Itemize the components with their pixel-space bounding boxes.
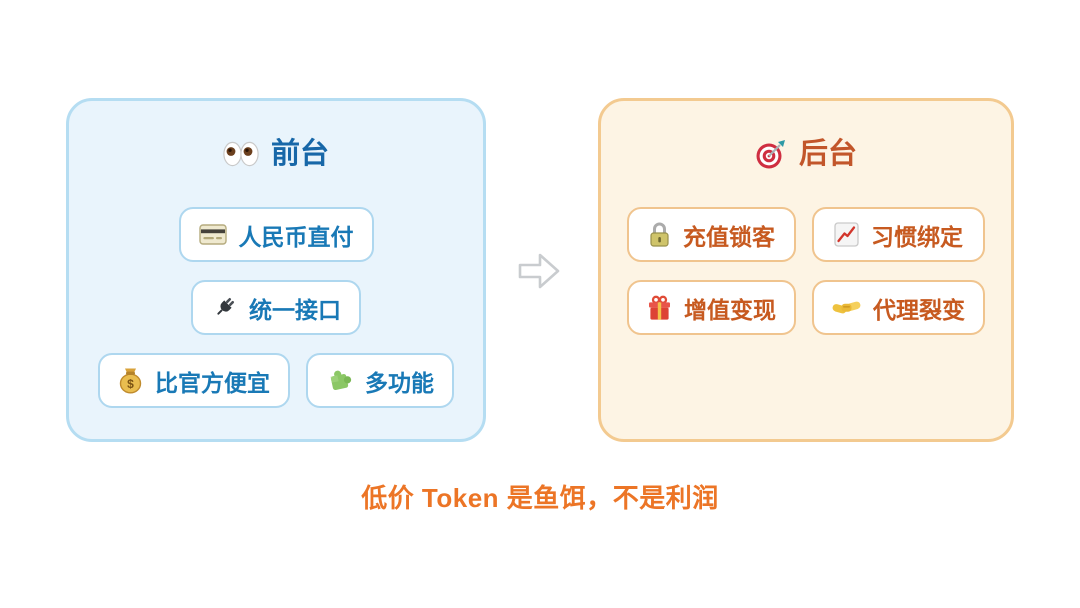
front-panel-title-text: 前台 (270, 138, 329, 170)
dart-icon (755, 138, 787, 170)
eyes-icon (223, 141, 259, 167)
chart-up-icon (834, 222, 859, 247)
pill-label: 比官方便宜 (155, 369, 270, 396)
pill-cheaper-than-official: $ 比官方便宜 (98, 353, 290, 408)
pill-agent-fission: 代理裂变 (812, 280, 985, 335)
lock-icon (648, 221, 671, 248)
money-bag-icon: $ (118, 367, 143, 394)
front-panel: 前台 人民币直付 (66, 98, 486, 442)
caption: 低价 Token 是鱼饵，不是利润 (361, 483, 719, 513)
back-panel-title-text: 后台 (798, 138, 857, 170)
svg-text:$: $ (127, 377, 134, 391)
credit-card-icon (198, 224, 227, 245)
pill-label: 增值变现 (684, 296, 776, 323)
pill-label: 多功能 (365, 369, 434, 396)
pill-unified-api: 统一接口 (191, 280, 361, 335)
pill-habit-binding: 习惯绑定 (812, 207, 985, 262)
pill-label: 充值锁客 (683, 223, 775, 250)
handshake-icon (832, 297, 861, 318)
puzzle-icon (326, 367, 353, 394)
pill-label: 习惯绑定 (871, 223, 963, 250)
plug-icon (211, 295, 237, 321)
right-arrow-icon (518, 252, 560, 290)
front-panel-title: 前台 (223, 135, 329, 173)
pill-label: 代理裂变 (873, 296, 965, 323)
pill-recharge-lock-in: 充值锁客 (627, 207, 796, 262)
pill-multi-function: 多功能 (306, 353, 454, 408)
pill-rmb-direct-pay: 人民币直付 (178, 207, 374, 262)
back-panel-title: 后台 (755, 135, 857, 173)
pill-value-added-monetization: 增值变现 (627, 280, 796, 335)
pill-label: 统一接口 (249, 296, 341, 323)
pill-label: 人民币直付 (238, 223, 354, 250)
back-panel: 后台 充值锁客 习惯绑定 (598, 98, 1014, 442)
gift-icon (647, 294, 672, 321)
